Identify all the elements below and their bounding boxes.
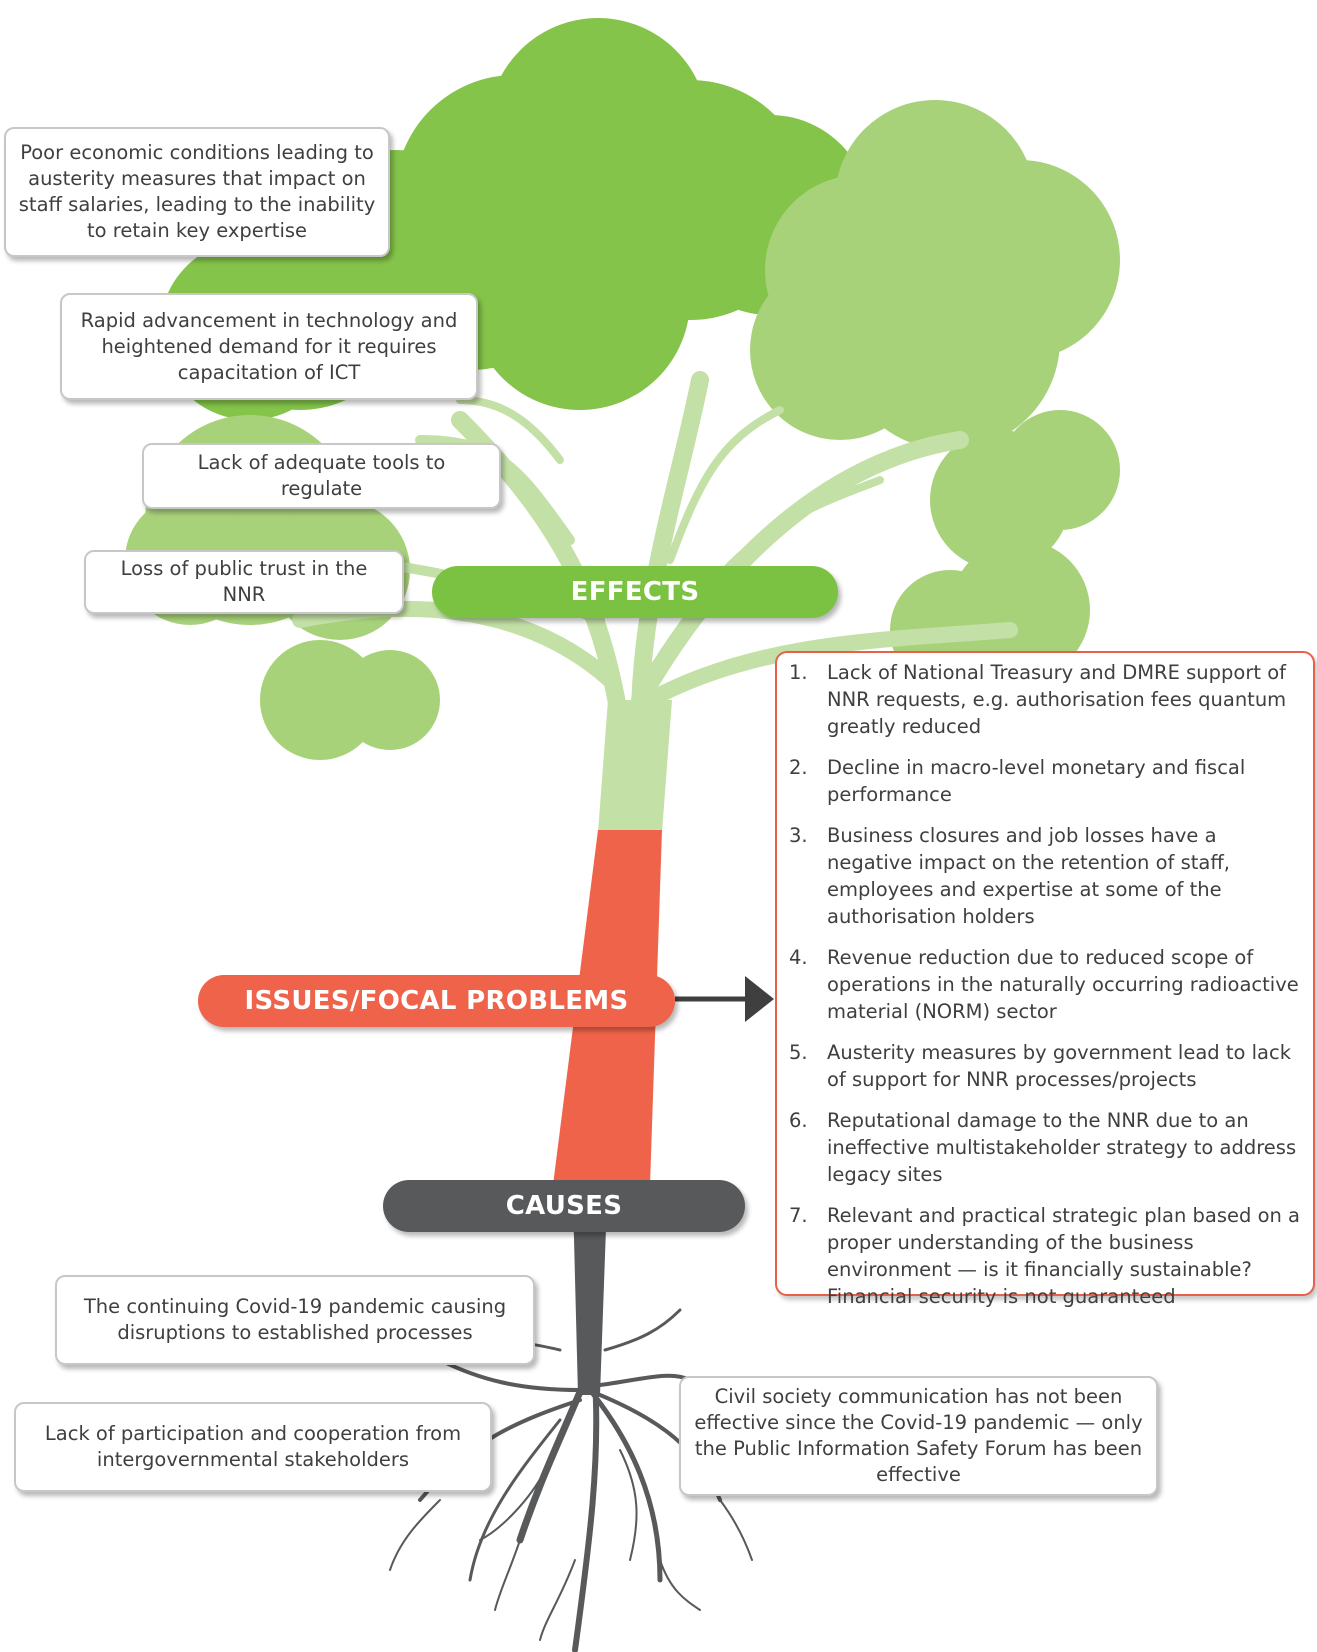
issue-number: 3. <box>789 824 808 847</box>
issue-item: 3. Business closures and job losses have … <box>789 822 1303 930</box>
cause-text-3: Civil society communication has not been… <box>694 1385 1143 1486</box>
roots <box>389 1308 753 1652</box>
effects-label: EFFECTS <box>432 566 838 618</box>
issue-item: 5. Austerity measures by government lead … <box>789 1039 1303 1093</box>
issue-text: Revenue reduction due to reduced scope o… <box>827 946 1299 1023</box>
effect-text-3: Lack of adequate tools to regulate <box>197 451 446 500</box>
issue-number: 6. <box>789 1109 808 1132</box>
effect-text-2: Rapid advancement in technology and heig… <box>80 308 458 384</box>
issues-list: 1. Lack of National Treasury and DMRE sup… <box>789 659 1303 1310</box>
issue-item: 4. Revenue reduction due to reduced scope… <box>789 944 1303 1025</box>
effects-label-text: EFFECTS <box>570 577 700 607</box>
issue-item: 7. Relevant and practical strategic plan … <box>789 1202 1303 1310</box>
issue-number: 4. <box>789 946 808 969</box>
issue-item: 6. Reputational damage to the NNR due to … <box>789 1107 1303 1188</box>
effect-box-tools: Lack of adequate tools to regulate <box>142 443 501 509</box>
cause-box-civil-society: Civil society communication has not been… <box>679 1376 1158 1496</box>
cause-text-2: Lack of participation and cooperation fr… <box>44 1422 462 1471</box>
cause-box-participation: Lack of participation and cooperation fr… <box>14 1402 492 1492</box>
issue-text: Relevant and practical strategic plan ba… <box>827 1204 1301 1308</box>
causes-label: CAUSES <box>383 1180 745 1232</box>
trunk-light <box>598 700 672 832</box>
effect-box-economic-conditions: Poor economic conditions leading to aust… <box>4 127 390 257</box>
issue-text: Austerity measures by government lead to… <box>827 1041 1292 1091</box>
effect-text-1: Poor economic conditions leading to aust… <box>18 141 376 242</box>
trunk-causes <box>573 1200 607 1395</box>
issues-label: ISSUES/FOCAL PROBLEMS <box>198 975 675 1027</box>
issue-item: 1. Lack of National Treasury and DMRE sup… <box>789 659 1303 740</box>
issue-number: 2. <box>789 756 808 779</box>
cause-box-covid: The continuing Covid-19 pandemic causing… <box>55 1275 535 1365</box>
issue-number: 5. <box>789 1041 808 1064</box>
issue-item: 2. Decline in macro-level monetary and fi… <box>789 754 1303 808</box>
issue-number: 1. <box>789 661 808 684</box>
issue-number: 7. <box>789 1204 808 1227</box>
issue-text: Lack of National Treasury and DMRE suppo… <box>827 661 1287 738</box>
causes-label-text: CAUSES <box>505 1191 623 1221</box>
effect-box-public-trust: Loss of public trust in the NNR <box>84 550 404 614</box>
cause-text-1: The continuing Covid-19 pandemic causing… <box>83 1295 507 1344</box>
issues-arrow <box>675 976 774 1022</box>
effect-box-technology: Rapid advancement in technology and heig… <box>60 293 478 400</box>
issues-list-box: 1. Lack of National Treasury and DMRE sup… <box>775 651 1315 1308</box>
effect-text-4: Loss of public trust in the NNR <box>120 557 368 606</box>
issues-label-text: ISSUES/FOCAL PROBLEMS <box>244 986 629 1016</box>
issue-text: Business closures and job losses have a … <box>827 824 1230 928</box>
issue-text: Decline in macro-level monetary and fisc… <box>827 756 1246 806</box>
canopy-right <box>750 100 1120 690</box>
issue-text: Reputational damage to the NNR due to an… <box>827 1109 1297 1186</box>
